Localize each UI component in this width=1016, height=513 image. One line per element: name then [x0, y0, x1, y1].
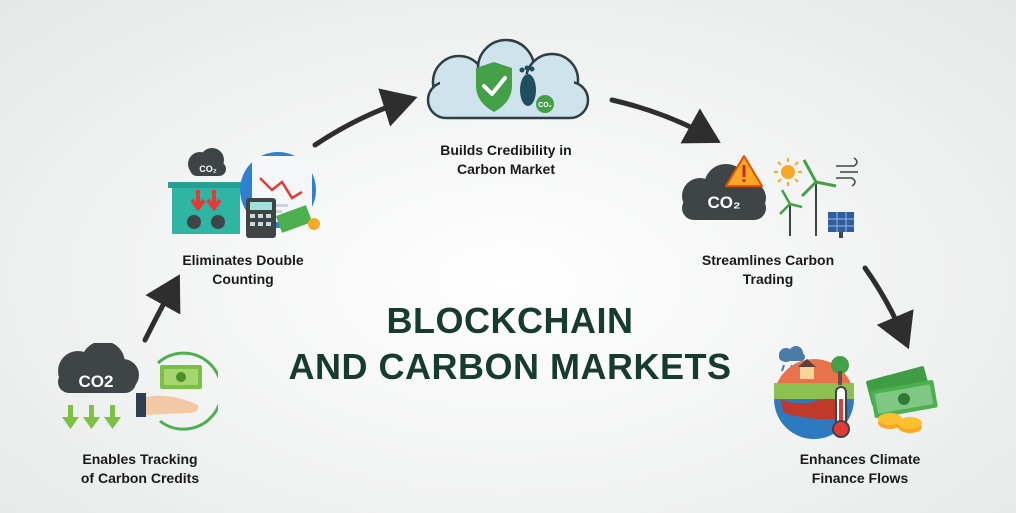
- step-label-line: Carbon Market: [456, 161, 556, 177]
- title-line-1: BLOCKCHAIN: [386, 300, 634, 341]
- arrow-step2-to-step3: [312, 88, 418, 148]
- svg-text:CO₂: CO₂: [538, 102, 552, 109]
- money-hand-icon: [136, 351, 218, 431]
- step-label-line: Counting: [212, 271, 274, 287]
- co2-cloud-icon: CO₂: [188, 148, 226, 176]
- step-label-line: Enhances Climate: [799, 451, 921, 467]
- money-stack-icon: [866, 366, 938, 433]
- co2-warning-wind-solar-icon: CO₂: [682, 155, 858, 238]
- svg-text:CO2: CO2: [79, 372, 114, 391]
- warning-icon: [725, 155, 763, 187]
- wind-turbine-icon: [779, 159, 837, 236]
- title-line-2: AND CARBON MARKETS: [288, 346, 732, 387]
- step-label-line: Trading: [742, 271, 794, 287]
- step-label-climate-finance: Enhances Climate Finance Flows: [760, 450, 960, 488]
- footprint-icon: CO₂: [519, 65, 554, 113]
- rain-cloud-icon: [779, 346, 805, 372]
- co2-cloud-money-hand-icon: CO2: [58, 343, 218, 431]
- step-label-line: Enables Tracking: [82, 451, 198, 467]
- arrow-step1-to-step2: [142, 274, 181, 343]
- step-label-streamlines: Streamlines Carbon Trading: [668, 251, 868, 289]
- step-label-line: Builds Credibility in: [440, 142, 572, 158]
- step-label-credibility: Builds Credibility in Carbon Market: [406, 141, 606, 179]
- arrow-step4-to-step5: [862, 265, 914, 350]
- wind-lines-icon: [836, 157, 858, 187]
- step-label-line: Eliminates Double: [182, 252, 304, 268]
- step-label-tracking: Enables Tracking of Carbon Credits: [40, 450, 240, 488]
- co2-factory-calculator-report-icon: CO₂: [168, 148, 320, 238]
- svg-text:CO₂: CO₂: [199, 164, 217, 174]
- thermometer-icon: [832, 386, 850, 438]
- factory-box-icon: [168, 182, 244, 234]
- solar-panel-icon: [828, 212, 854, 238]
- svg-text:CO₂: CO₂: [707, 193, 740, 212]
- step-label-line: of Carbon Credits: [80, 470, 200, 486]
- sun-icon: [774, 158, 802, 186]
- step-label-double-counting: Eliminates Double Counting: [143, 251, 343, 289]
- step-label-line: Streamlines Carbon: [701, 252, 835, 268]
- step-label-line: Finance Flows: [811, 470, 909, 486]
- earth-thermometer-money-icon: [774, 346, 938, 439]
- co2-cloud-icon: CO₂: [682, 164, 766, 220]
- co2-cloud-icon: CO2: [58, 343, 139, 393]
- arrow-step3-to-step4: [609, 97, 721, 144]
- shield-footprint-cloud-icon: CO₂: [426, 38, 590, 120]
- diagram-title: BLOCKCHAIN AND CARBON MARKETS: [230, 298, 790, 390]
- shield-check-icon: [476, 62, 512, 112]
- report-calculator-icon: [240, 152, 320, 238]
- down-arrows-icon: [62, 405, 121, 429]
